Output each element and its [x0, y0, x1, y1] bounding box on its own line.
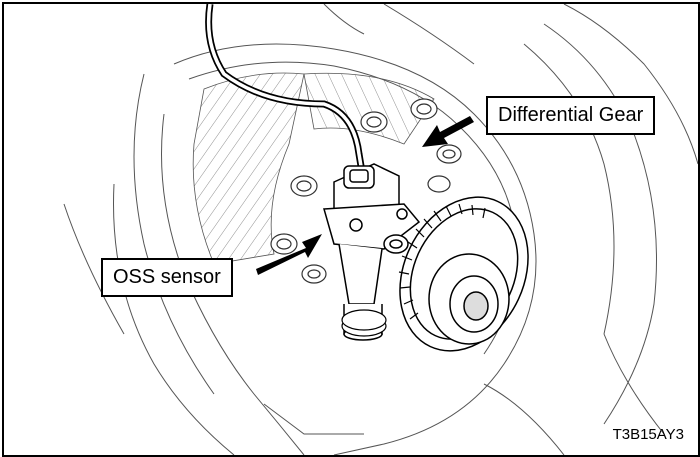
pointer-arrows [256, 116, 474, 275]
differential-gear-label: Differential Gear [486, 96, 656, 135]
housing-hatch-top [303, 72, 435, 145]
oss-sensor-label: OSS sensor [101, 258, 233, 297]
housing-bolts [270, 98, 462, 284]
differential-ring-gear [399, 196, 529, 352]
transmission-housing [63, 4, 698, 455]
figure-code: T3B15AY3 [612, 426, 684, 443]
ring-gear-teeth [398, 203, 486, 320]
housing-hatch-left [192, 72, 305, 265]
transmission-illustration [63, 4, 698, 455]
pinion-gear [341, 309, 387, 337]
